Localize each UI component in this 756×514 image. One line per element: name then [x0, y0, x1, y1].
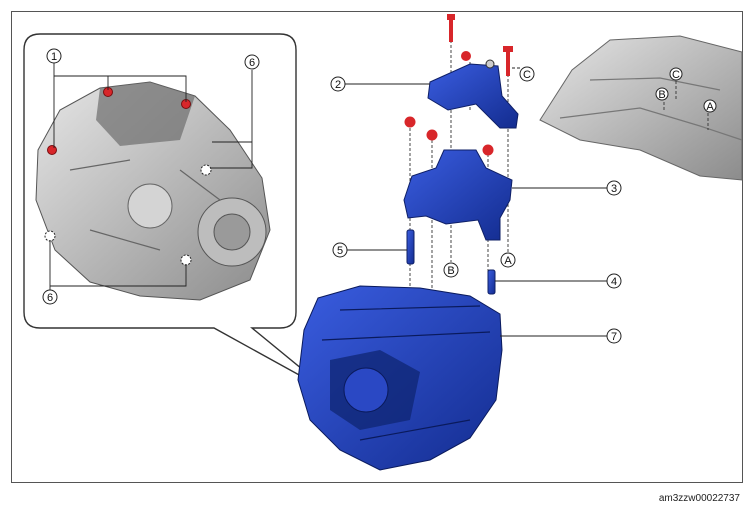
inset-bolt-1c	[47, 145, 57, 155]
body-letter-a-label: A	[706, 101, 714, 113]
reference-code: am3zzw00022737	[658, 493, 740, 504]
body-frame-ribs	[559, 77, 743, 141]
body-letter-c: C	[669, 67, 683, 81]
transmission-mount	[403, 149, 513, 241]
nut-mid-center	[426, 129, 438, 141]
clutch-hub	[343, 367, 389, 413]
body-letter-a: A	[703, 99, 717, 113]
bolt-top-long	[447, 14, 455, 42]
callout-6-bottom: 6	[42, 289, 58, 305]
callout-5-label: 5	[337, 245, 343, 257]
case-ribs	[69, 159, 221, 251]
housing-ribs	[321, 305, 491, 441]
inset-stud-6a	[200, 164, 212, 176]
input-shaft-boss	[127, 183, 173, 229]
body-letter-b: B	[655, 87, 669, 101]
callout-6-top-label: 6	[249, 57, 255, 69]
vehicle-body-section: B C A	[539, 35, 743, 181]
case-shadow-region	[96, 82, 195, 146]
nut-mid-left	[404, 116, 416, 128]
callout-3: 3	[606, 180, 622, 196]
mount-letter-a-label: A	[504, 255, 512, 267]
body-letter-b-label: B	[658, 89, 665, 101]
mount-letter-b-label: B	[447, 265, 454, 277]
callout-1: 1	[46, 48, 62, 64]
callout-5: 5	[332, 242, 348, 258]
mount-letter-a: A	[500, 252, 516, 268]
stud-5	[406, 229, 415, 265]
leader-6-top	[210, 70, 253, 169]
inset-stud-6b	[44, 230, 56, 242]
nut-mid-right	[482, 144, 494, 156]
bolt-top-right	[503, 46, 513, 76]
callout-1-label: 1	[51, 51, 57, 63]
mount-letter-b: B	[443, 262, 459, 278]
callout-2-label: 2	[335, 79, 341, 91]
body-letter-c-label: C	[672, 69, 680, 81]
mount-assembly: B A C	[403, 14, 535, 295]
callout-4-label: 4	[611, 276, 617, 288]
callout-6-top: 6	[244, 54, 260, 70]
callout-4: 4	[606, 273, 622, 289]
right-callouts: 2 3 5 4 7	[330, 76, 622, 344]
differential-hub	[213, 213, 251, 251]
leader-6-bottom	[49, 240, 187, 290]
callout-6-bottom-label: 6	[47, 292, 53, 304]
upper-mount-bracket	[427, 63, 519, 129]
callout-7: 7	[606, 328, 622, 344]
callout-2: 2	[330, 76, 346, 92]
nut-top	[461, 51, 471, 61]
mount-letter-c: C	[512, 66, 535, 82]
stud-4	[487, 269, 496, 295]
inset-stud-6c	[180, 254, 192, 266]
mount-letter-c-label: C	[523, 69, 531, 81]
leader-1	[53, 62, 187, 148]
transmission-blue	[297, 285, 503, 471]
inset-detail: 1 6 6	[23, 33, 331, 393]
bracket-stud-hole	[485, 59, 495, 69]
callout-3-label: 3	[611, 183, 617, 195]
callout-7-label: 7	[611, 331, 617, 343]
